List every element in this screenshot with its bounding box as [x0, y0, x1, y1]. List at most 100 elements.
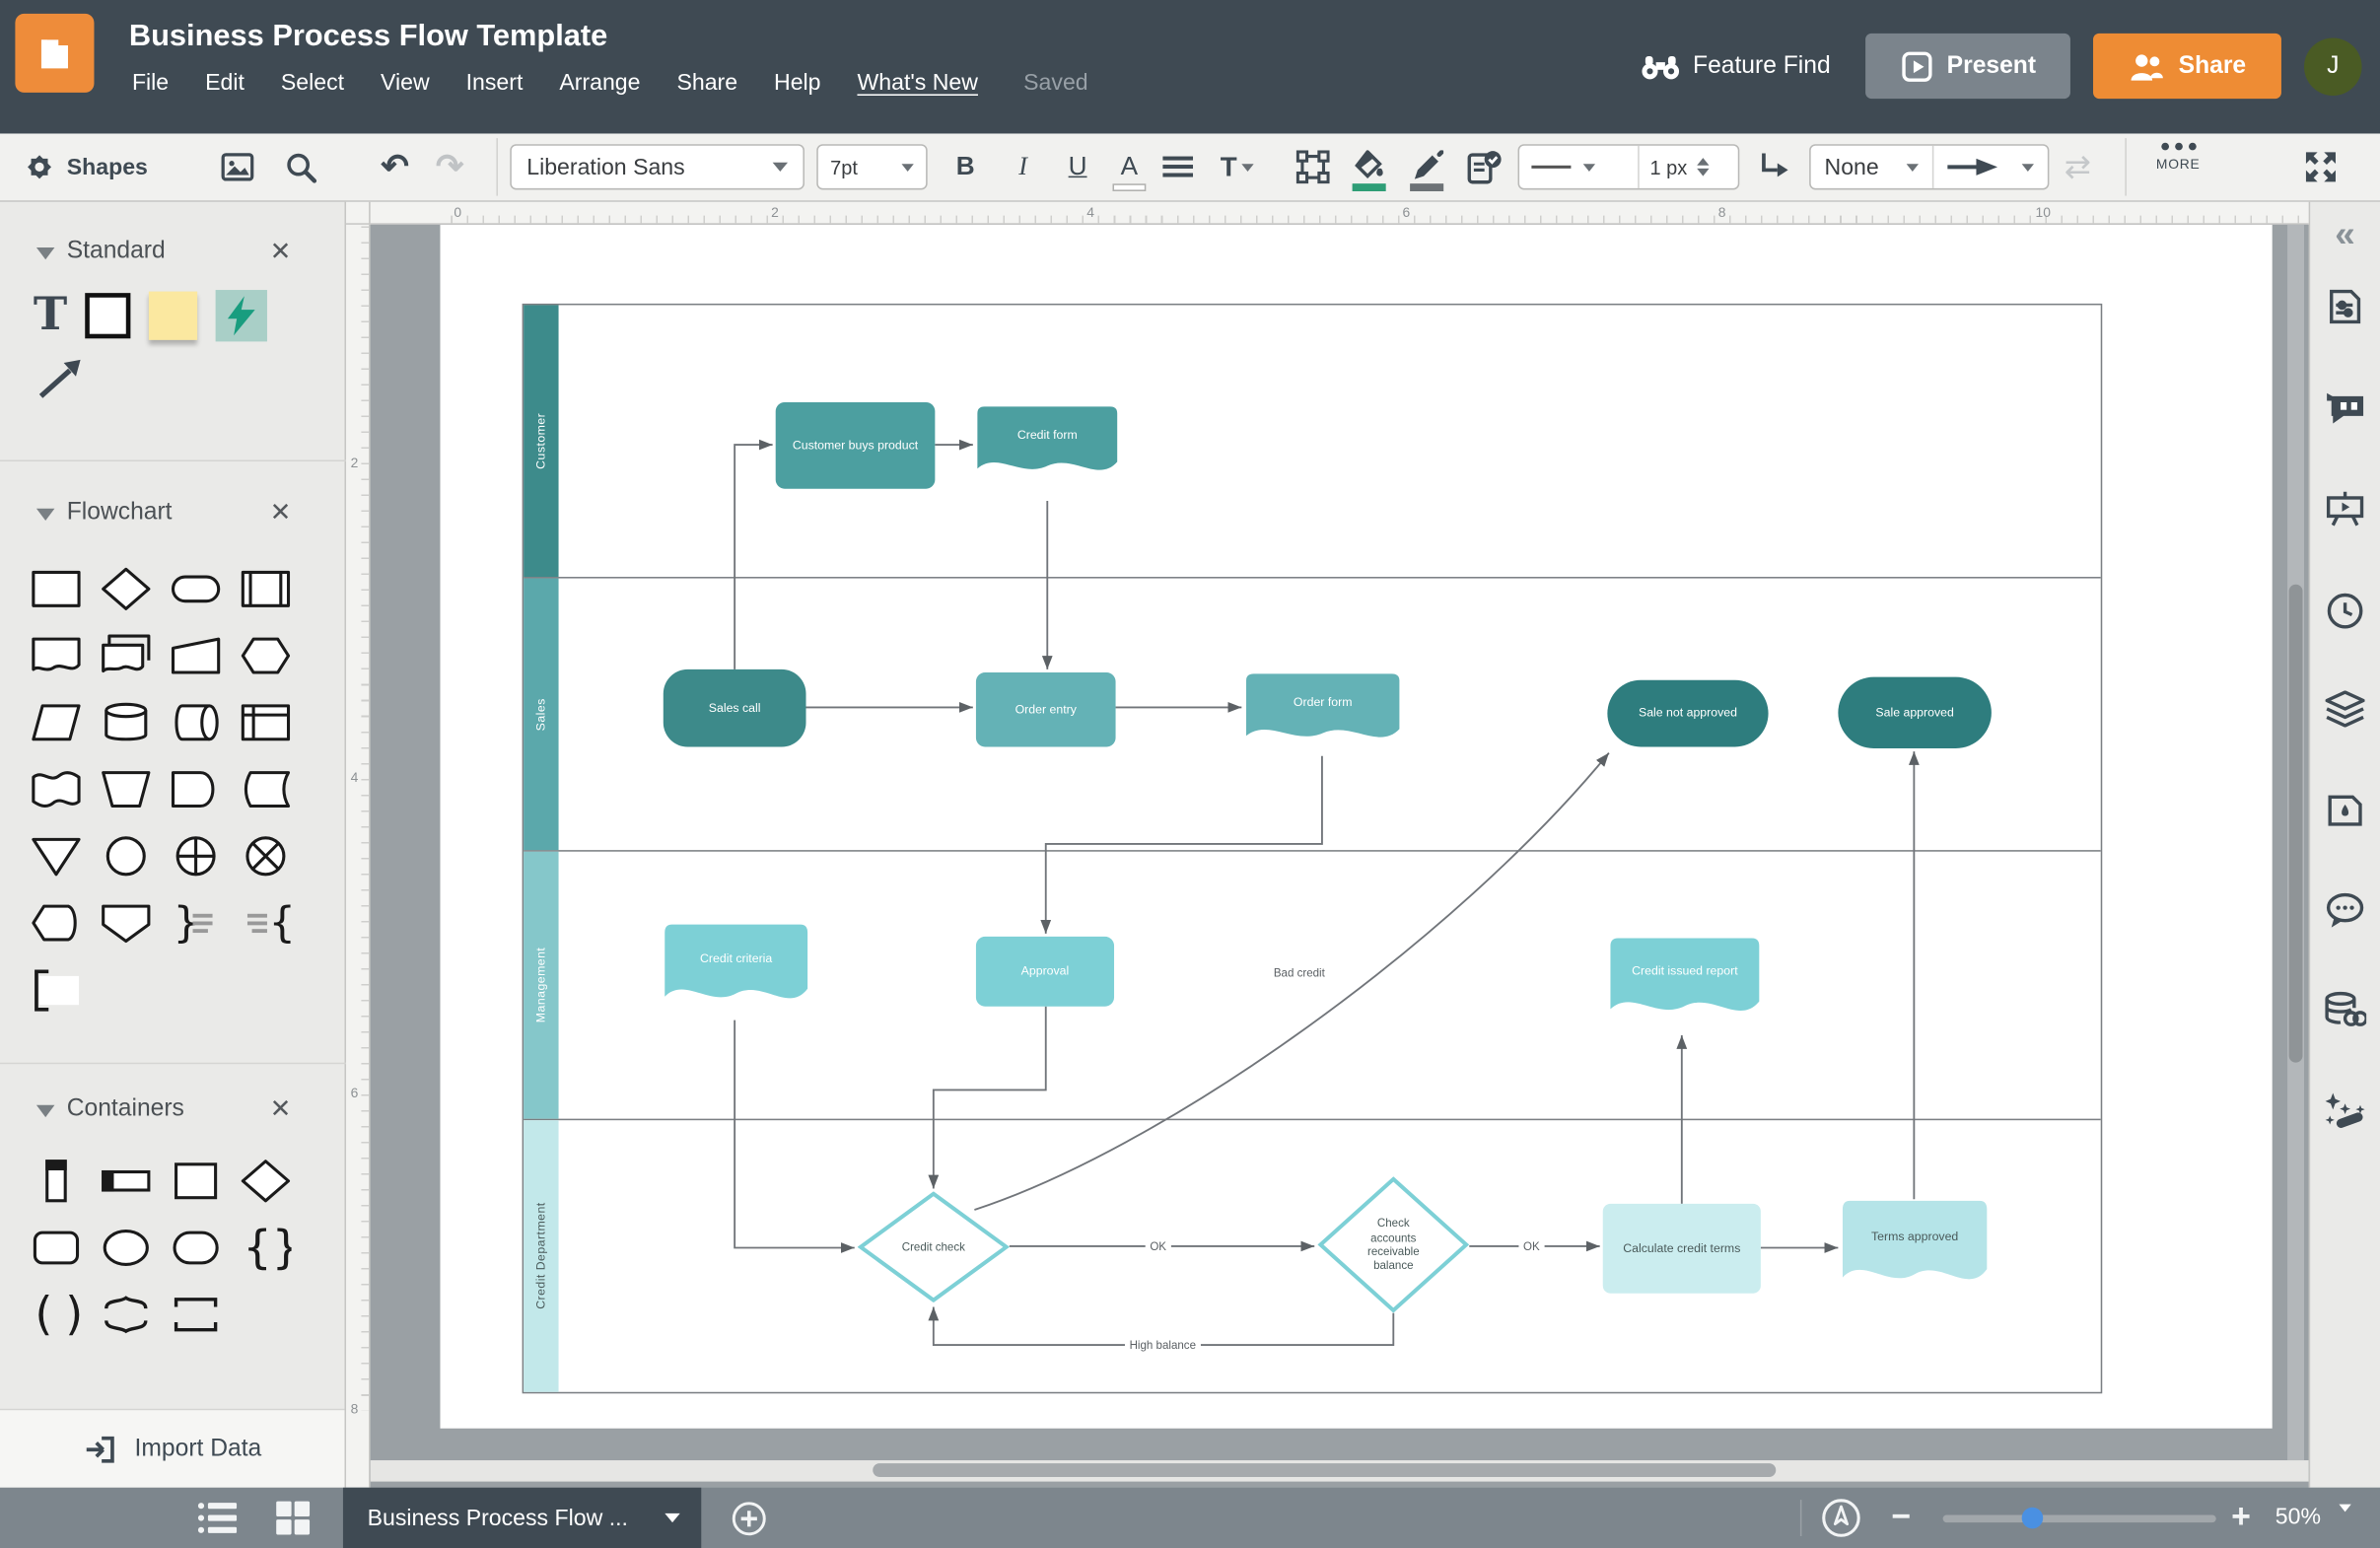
- connector-type-button[interactable]: [1758, 133, 1792, 200]
- internal-storage-shape[interactable]: [240, 700, 291, 745]
- node-check-accounts-receivable-balance[interactable]: Check accounts receivable balance: [1317, 1176, 1469, 1313]
- collapse-triangle-icon[interactable]: [35, 508, 55, 522]
- node-customer-buys-product[interactable]: Customer buys product: [775, 401, 936, 489]
- node-order-form[interactable]: Order form: [1244, 672, 1401, 756]
- zoom-menu-button[interactable]: [2339, 1504, 2351, 1539]
- lightning-bolt-shape[interactable]: [216, 290, 268, 342]
- manual-operation-shape[interactable]: [101, 766, 152, 811]
- zoom-in-button[interactable]: +: [2231, 1499, 2251, 1533]
- manual-input-shape[interactable]: [170, 633, 221, 678]
- process-shape[interactable]: [31, 566, 82, 611]
- lane-band[interactable]: Credit Department: [524, 1120, 559, 1392]
- close-icon[interactable]: ✕: [269, 497, 292, 528]
- zoom-slider[interactable]: [1942, 1507, 2216, 1529]
- underline-button[interactable]: U: [1068, 151, 1087, 181]
- line-start-select[interactable]: None: [1811, 154, 1932, 179]
- rectangle-shape[interactable]: [85, 293, 131, 339]
- node-credit-criteria[interactable]: Credit criteria: [664, 923, 809, 1020]
- edge-label-bad-credit[interactable]: Bad credit: [1269, 965, 1330, 980]
- database-shape[interactable]: [101, 700, 152, 745]
- zoom-level[interactable]: 50%: [2275, 1504, 2322, 1530]
- node-sale-not-approved[interactable]: Sale not approved: [1607, 679, 1769, 747]
- import-data-button[interactable]: Import Data: [0, 1408, 345, 1488]
- share-button[interactable]: Share: [2093, 33, 2281, 100]
- data-shape[interactable]: [31, 700, 82, 745]
- shape-style-button[interactable]: [1466, 133, 1503, 200]
- off-page-connector-shape[interactable]: [101, 900, 152, 946]
- text-align-button[interactable]: [1162, 133, 1194, 200]
- layers-button[interactable]: [2325, 690, 2365, 728]
- line-end-select[interactable]: [1933, 158, 2047, 176]
- fullscreen-button[interactable]: [2301, 133, 2341, 200]
- menu-arrange[interactable]: Arrange: [559, 69, 641, 96]
- user-avatar[interactable]: J: [2304, 36, 2362, 96]
- line-width-stepper[interactable]: 1 px: [1640, 156, 1719, 178]
- menu-view[interactable]: View: [381, 69, 430, 96]
- sticky-note-shape[interactable]: [149, 291, 198, 340]
- comments-button[interactable]: [2326, 892, 2365, 929]
- vertical-scrollbar-thumb[interactable]: [2288, 584, 2303, 1063]
- connector-shape[interactable]: [101, 833, 152, 879]
- node-calculate-credit-terms[interactable]: Calculate credit terms: [1602, 1203, 1761, 1294]
- page-list-button[interactable]: [197, 1500, 238, 1536]
- canvas-viewport[interactable]: Customer Sales Management Credit Departm…: [370, 224, 2309, 1488]
- paper-tape-shape[interactable]: [31, 766, 82, 811]
- node-credit-form[interactable]: Credit form: [976, 405, 1119, 489]
- edge-label-high-balance[interactable]: High balance: [1124, 1338, 1201, 1352]
- rounded-rectangle-container-shape[interactable]: [31, 1225, 82, 1270]
- brace-left-shape[interactable]: {: [240, 900, 292, 946]
- document-shape[interactable]: [31, 633, 82, 678]
- app-logo[interactable]: [15, 13, 95, 93]
- document-title[interactable]: Business Process Flow Template: [128, 20, 608, 53]
- pan-button[interactable]: [1821, 1499, 1860, 1538]
- collapse-triangle-icon[interactable]: [35, 1104, 55, 1118]
- horizontal-scrollbar-thumb[interactable]: [873, 1463, 1777, 1477]
- insert-image-button[interactable]: [220, 133, 254, 200]
- present-button[interactable]: Present: [1865, 33, 2070, 100]
- undo-button[interactable]: ↶: [381, 133, 408, 200]
- node-approval[interactable]: Approval: [975, 936, 1115, 1007]
- swimlane-pool[interactable]: Customer Sales Management Credit Departm…: [522, 303, 2103, 1394]
- node-order-entry[interactable]: Order entry: [975, 672, 1116, 747]
- italic-button[interactable]: I: [1018, 151, 1028, 181]
- multi-document-shape[interactable]: [101, 633, 152, 678]
- menu-share[interactable]: Share: [676, 69, 738, 96]
- text-shape[interactable]: T: [33, 288, 68, 342]
- brace-right-shape[interactable]: }: [170, 900, 221, 946]
- decision-shape[interactable]: [101, 566, 152, 611]
- terminator-shape[interactable]: [170, 566, 221, 611]
- predefined-process-shape[interactable]: [240, 566, 291, 611]
- parentheses-shape[interactable]: (): [31, 1292, 82, 1337]
- arrow-shape[interactable]: [34, 357, 85, 402]
- diamond-container-shape[interactable]: [240, 1159, 291, 1204]
- menu-help[interactable]: Help: [774, 69, 821, 96]
- collapse-triangle-icon[interactable]: [35, 246, 55, 260]
- edge-label-ok-2[interactable]: OK: [1518, 1239, 1545, 1253]
- pill-container-shape[interactable]: [170, 1225, 221, 1270]
- swap-endpoints-button[interactable]: ⇄: [2065, 133, 2091, 200]
- lane-band[interactable]: Management: [524, 851, 559, 1119]
- text-options-button[interactable]: T: [1221, 133, 1254, 200]
- horizontal-brackets-shape[interactable]: [170, 1292, 221, 1337]
- document-settings-button[interactable]: [2327, 287, 2363, 326]
- display-shape[interactable]: [31, 900, 82, 946]
- menu-insert[interactable]: Insert: [465, 69, 524, 96]
- redo-button[interactable]: ↷: [436, 133, 463, 200]
- node-credit-issued-report[interactable]: Credit issued report: [1609, 937, 1761, 1032]
- notes-button[interactable]: [2326, 390, 2365, 424]
- feature-find-button[interactable]: Feature Find: [1642, 52, 1831, 80]
- horizontal-swimlane-shape[interactable]: [101, 1159, 152, 1204]
- node-credit-check[interactable]: Credit check: [858, 1192, 1010, 1302]
- page-grid-button[interactable]: [275, 1500, 312, 1536]
- fill-color-button[interactable]: [1352, 133, 1386, 200]
- lane-band[interactable]: Customer: [524, 305, 559, 578]
- zoom-out-button[interactable]: −: [1891, 1499, 1911, 1533]
- history-button[interactable]: [2326, 592, 2363, 629]
- presentation-button[interactable]: [2326, 490, 2365, 527]
- or-shape[interactable]: [170, 833, 221, 879]
- horizontal-braces-shape[interactable]: [101, 1292, 152, 1337]
- font-size-select[interactable]: 7pt: [816, 144, 928, 190]
- merge-shape[interactable]: [31, 833, 82, 879]
- data-linking-button[interactable]: [2324, 991, 2367, 1027]
- zoom-slider-handle[interactable]: [2021, 1507, 2044, 1529]
